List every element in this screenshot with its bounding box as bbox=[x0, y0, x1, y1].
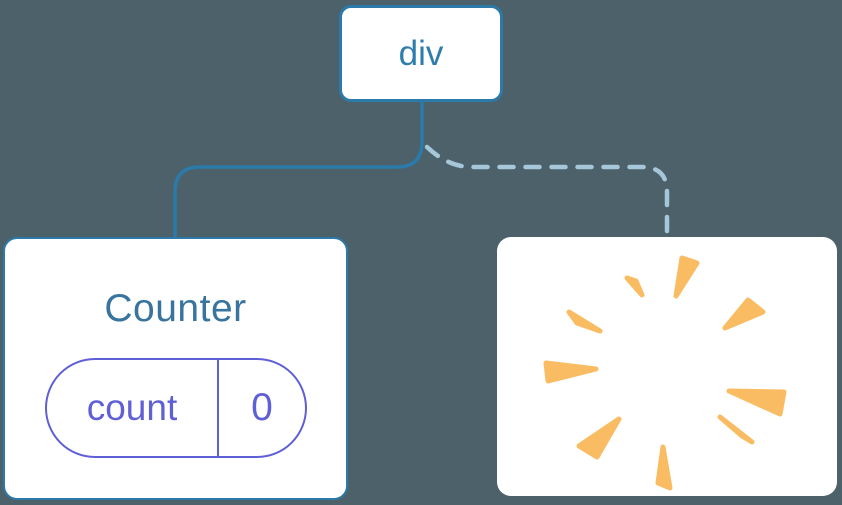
state-pill: count 0 bbox=[45, 358, 307, 458]
poof-explosion-icon bbox=[543, 255, 787, 491]
root-node-label: div bbox=[398, 33, 444, 73]
root-node: div bbox=[339, 5, 503, 102]
state-pill-key: count bbox=[47, 360, 219, 456]
removed-node bbox=[497, 237, 837, 496]
counter-node-title: Counter bbox=[104, 287, 247, 330]
counter-node: Counter count 0 bbox=[3, 237, 348, 500]
state-pill-value: 0 bbox=[251, 386, 273, 429]
dashed-connector-line bbox=[424, 144, 670, 239]
solid-connector-line bbox=[173, 100, 424, 238]
